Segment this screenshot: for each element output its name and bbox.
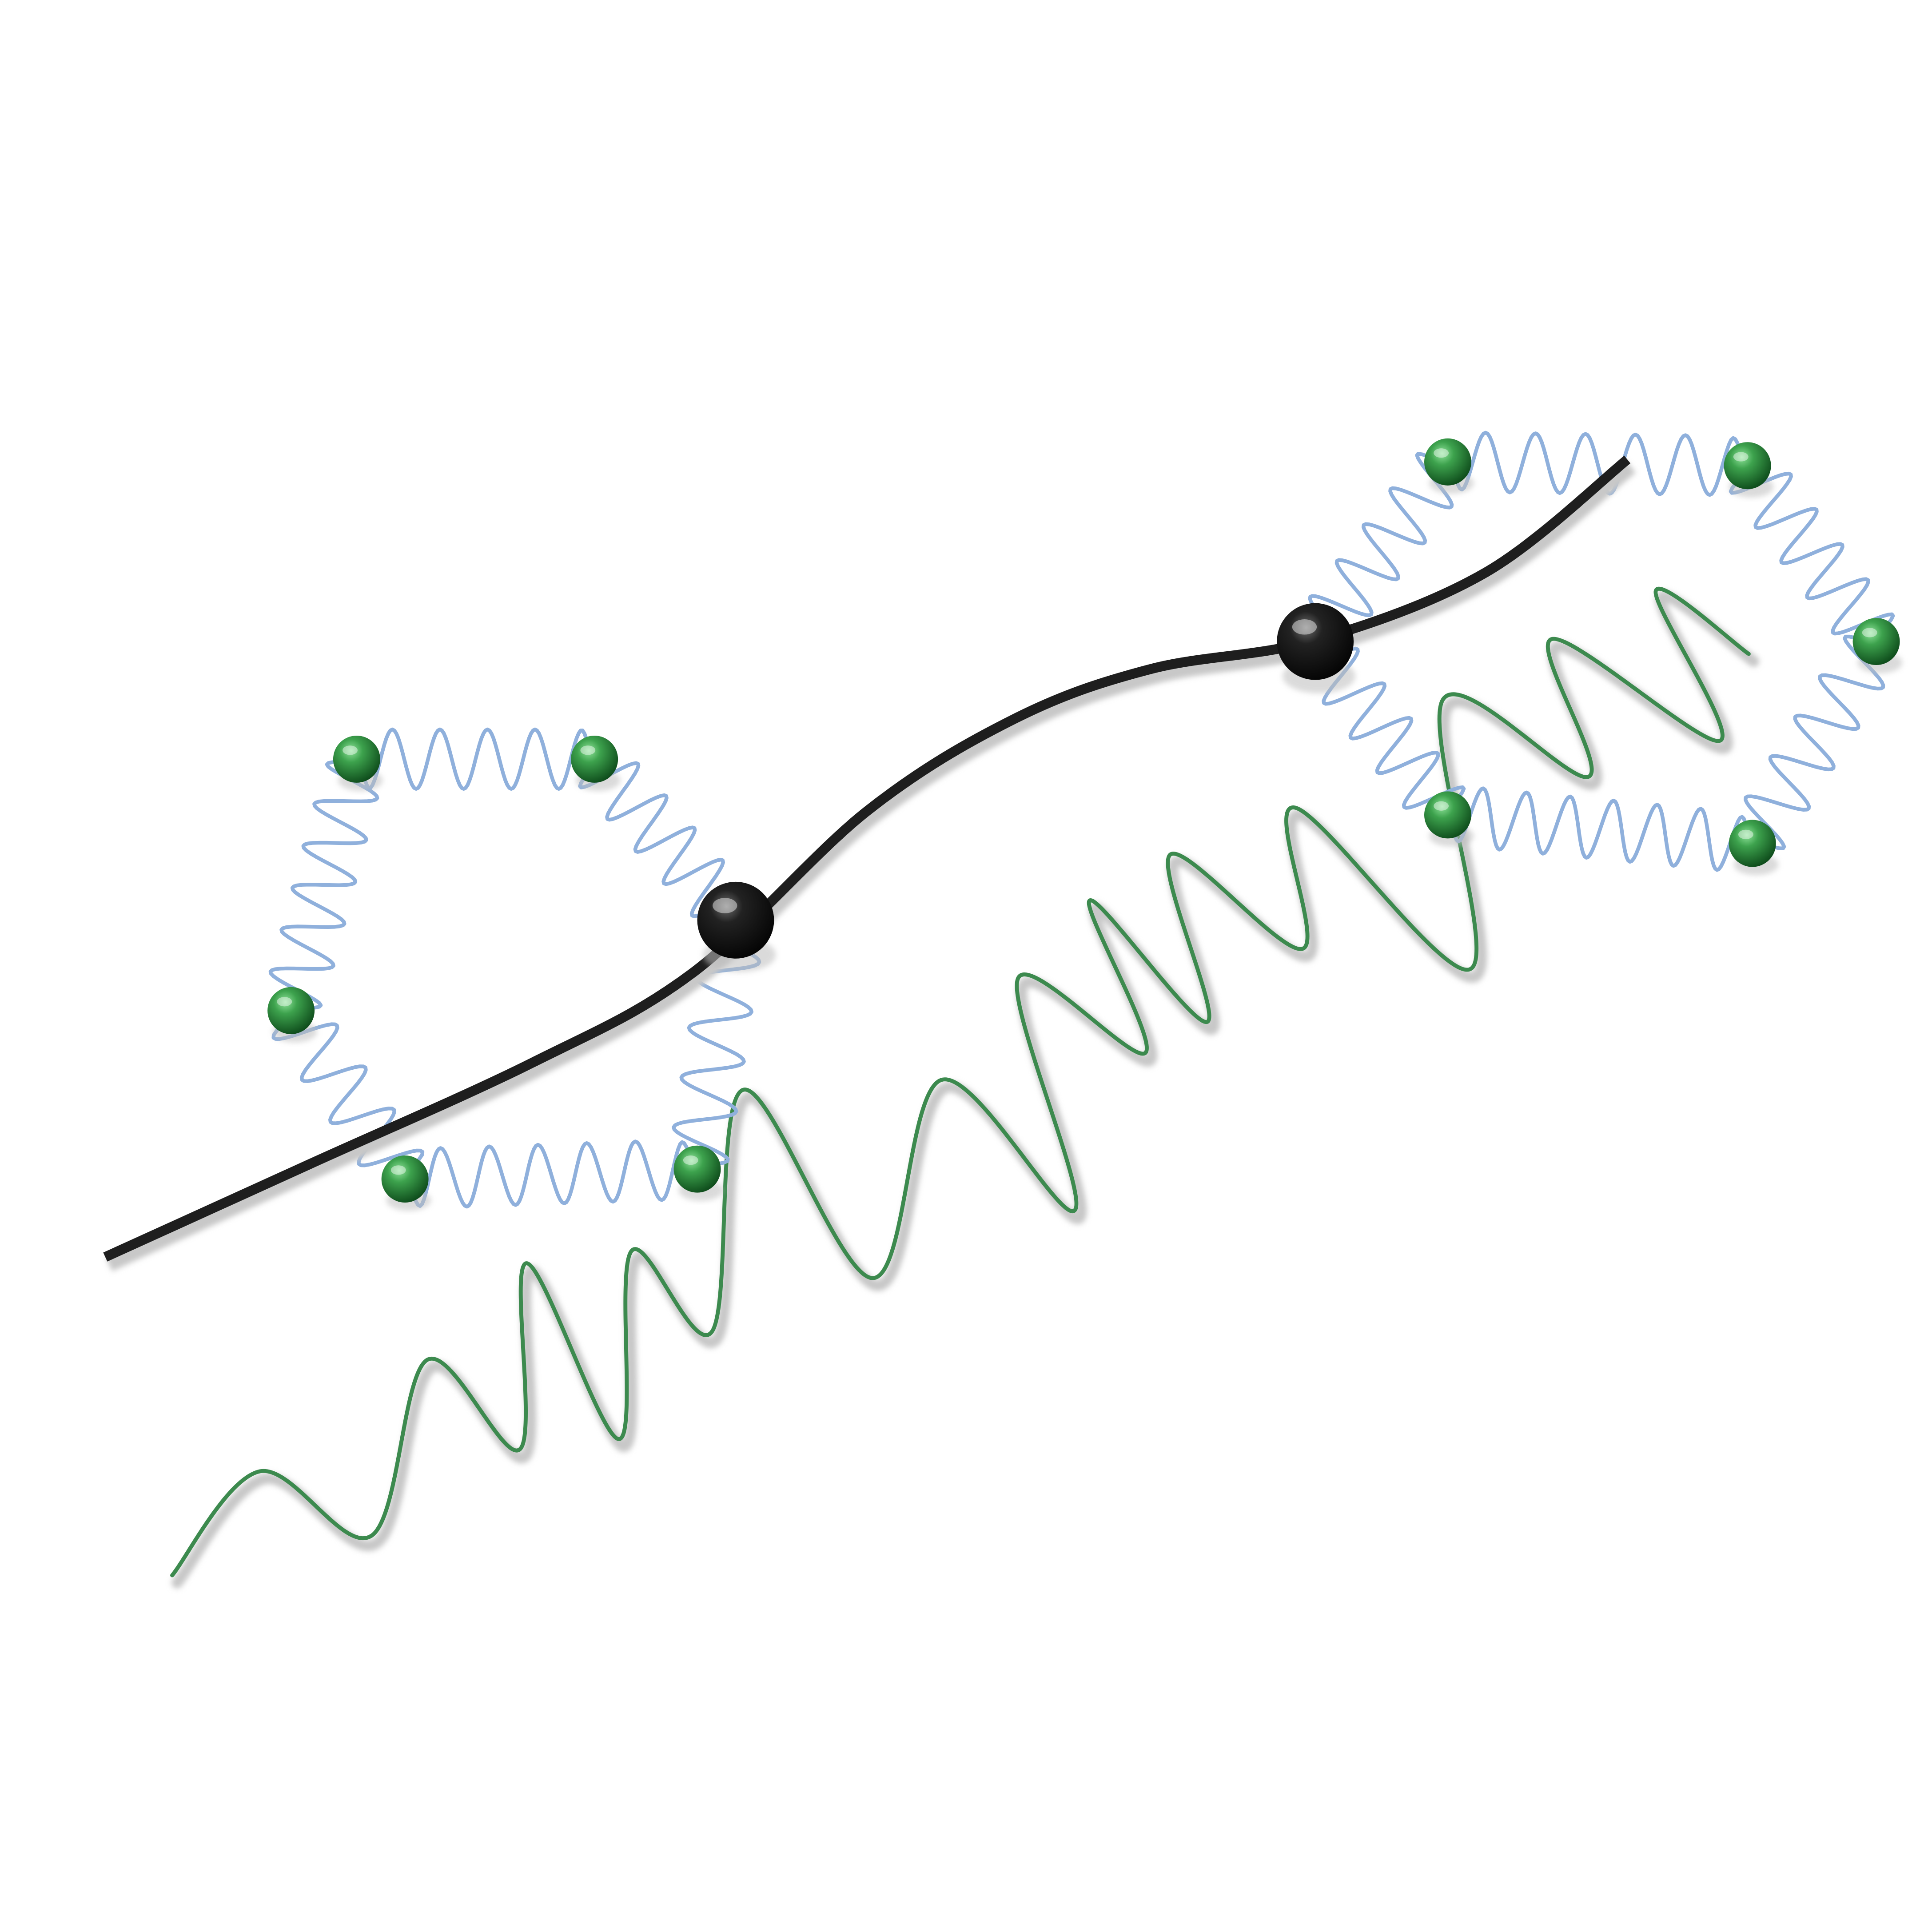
green-bead-icon	[571, 735, 621, 791]
chain-path	[103, 455, 1631, 1262]
spring-segment	[1744, 634, 1885, 850]
green-bead-icon	[1424, 438, 1474, 494]
wave-shadow	[171, 590, 1760, 1589]
green-wave	[170, 586, 1751, 1577]
spring-segment	[1446, 430, 1749, 497]
spring-segment	[1729, 464, 1895, 644]
green-bead-icon	[673, 1145, 724, 1201]
beads	[267, 438, 1903, 1211]
green-bead-icon	[1724, 442, 1774, 498]
green-bead-icon	[333, 735, 383, 791]
spring-segment	[403, 1139, 699, 1209]
green-bead-icon	[1729, 820, 1779, 876]
wave-path	[170, 586, 1751, 1577]
spring-segment	[268, 757, 379, 1013]
spring-segment	[1308, 452, 1454, 652]
spring-rings	[268, 430, 1895, 1209]
spring-segment	[1446, 786, 1754, 872]
spring-segment	[1296, 639, 1466, 817]
green-bead-icon	[381, 1155, 431, 1211]
green-bead-icon	[267, 987, 317, 1043]
black-bead-icon	[697, 881, 776, 972]
spring-segment	[355, 727, 597, 791]
polymer-chain	[103, 455, 1636, 1271]
spring-segment	[578, 757, 752, 922]
chain-shadow	[106, 461, 1636, 1271]
green-bead-icon	[1852, 618, 1903, 673]
wave-shadow-path	[171, 590, 1760, 1589]
green-bead-icon	[1424, 791, 1474, 847]
black-bead-icon	[1277, 603, 1356, 693]
spring-segment	[271, 1008, 425, 1181]
